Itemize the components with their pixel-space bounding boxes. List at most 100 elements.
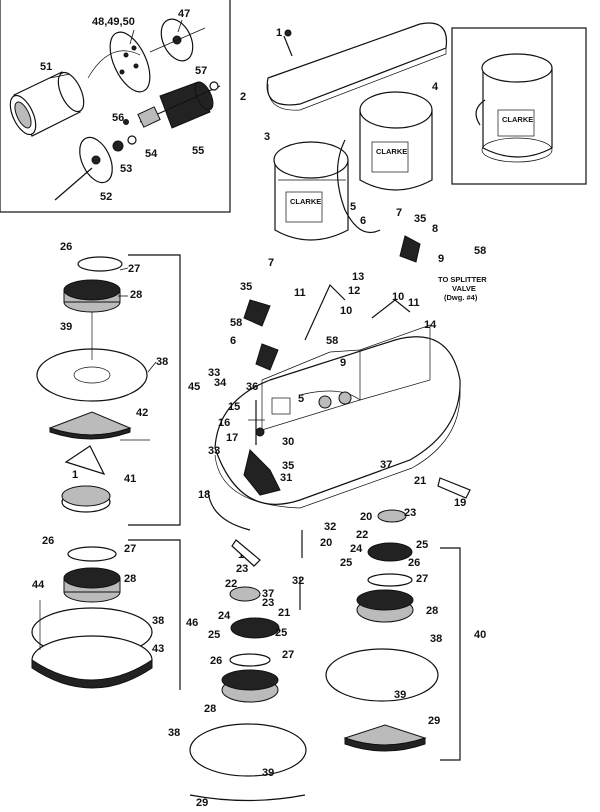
- label-38-b: 38: [152, 615, 164, 627]
- label-38-c: 38: [168, 727, 180, 739]
- label-13: 13: [352, 271, 364, 283]
- label-25-b: 25: [275, 627, 287, 639]
- label-10-b: 10: [340, 305, 352, 317]
- label-34: 34: [214, 377, 227, 389]
- label-17: 17: [226, 432, 238, 444]
- label-27-b: 27: [124, 543, 136, 555]
- label-47: 47: [178, 8, 190, 20]
- brush-assembly-45: [36, 254, 181, 526]
- brush-assembly-46: [31, 539, 181, 690]
- label-22-b: 22: [356, 529, 368, 541]
- label-32-b: 32: [292, 575, 304, 587]
- motor-4: CLARKE: [336, 91, 433, 234]
- label-37-a: 37: [380, 459, 392, 471]
- label-28-d: 28: [426, 605, 438, 617]
- label-39-a: 39: [60, 321, 72, 333]
- motor-4-brand: CLARKE: [376, 147, 407, 156]
- label-9-a: 9: [438, 253, 444, 265]
- armature-55: [137, 81, 221, 129]
- label-27-c: 27: [282, 649, 294, 661]
- leader-lines: [49, 19, 183, 373]
- label-58-c: 58: [326, 335, 338, 347]
- label-42: 42: [136, 407, 148, 419]
- label-35-b: 35: [240, 281, 252, 293]
- label-29-a: 29: [428, 715, 440, 727]
- label-5-b: 5: [298, 393, 304, 405]
- label-20-b: 20: [360, 511, 372, 523]
- label-33-a: 33: [208, 367, 220, 379]
- brush-assembly-40: [325, 509, 461, 761]
- label-21-b: 21: [278, 607, 290, 619]
- end-plate-52: [54, 119, 137, 201]
- motor-detail-inset: 48,49,50 47 51 57 56 55 54 53 52: [0, 0, 231, 213]
- chassis-base: [214, 324, 461, 509]
- label-26-b: 26: [42, 535, 54, 547]
- label-8: 8: [432, 223, 438, 235]
- label-46: 46: [186, 617, 198, 629]
- splitter-note-line3: (Dwg. #4): [444, 293, 478, 302]
- label-43: 43: [152, 643, 164, 655]
- label-54: 54: [145, 148, 158, 160]
- label-24-a: 24: [218, 610, 231, 622]
- end-bell-48-50: [87, 31, 151, 93]
- label-39-c: 39: [262, 767, 274, 779]
- hose-11: [304, 283, 346, 341]
- label-40: 40: [474, 629, 486, 641]
- label-37-b: 37: [262, 588, 274, 600]
- label-4: 4: [432, 81, 439, 93]
- motor-assembly-inset: CLARKE: [451, 27, 587, 185]
- label-45: 45: [188, 381, 200, 393]
- label-25-a: 25: [208, 629, 220, 641]
- label-22-a: 22: [225, 578, 237, 590]
- motor-housing-51: [9, 71, 85, 137]
- label-18: 18: [198, 489, 210, 501]
- label-7-a: 7: [396, 207, 402, 219]
- label-15: 15: [228, 401, 240, 413]
- label-38-d: 38: [430, 633, 442, 645]
- label-3: 3: [264, 131, 270, 143]
- label-24-b: 24: [350, 543, 363, 555]
- label-41: 41: [124, 473, 136, 485]
- label-48-49-50: 48,49,50: [92, 16, 135, 28]
- hardware-details: [207, 235, 471, 610]
- label-28-a: 28: [130, 289, 142, 301]
- label-35-a: 35: [414, 213, 426, 225]
- label-23-c: 23: [404, 507, 416, 519]
- label-26-a: 26: [60, 241, 72, 253]
- label-10-a: 10: [392, 291, 404, 303]
- label-20-a: 20: [320, 537, 332, 549]
- label-36: 36: [246, 381, 258, 393]
- label-23-b: 23: [236, 563, 248, 575]
- label-44: 44: [32, 579, 45, 591]
- center-brush-assembly: [189, 586, 307, 802]
- label-14: 14: [424, 319, 437, 331]
- label-25-c: 25: [416, 539, 428, 551]
- hose-10: [371, 299, 411, 319]
- label-53: 53: [120, 163, 132, 175]
- splitter-valve-note: TO SPLITTER VALVE (Dwg. #4): [438, 275, 487, 302]
- splitter-note-line1: TO SPLITTER: [438, 275, 487, 284]
- label-6: 6: [360, 215, 366, 227]
- label-7-b: 7: [268, 257, 274, 269]
- label-35-c: 35: [282, 460, 294, 472]
- top-cover-2: [266, 22, 448, 111]
- label-55: 55: [192, 145, 204, 157]
- fan-plate-47: [149, 18, 206, 62]
- motor-3: CLARKE: [273, 141, 349, 241]
- label-51: 51: [40, 61, 52, 73]
- motor-3-brand: CLARKE: [290, 197, 321, 206]
- label-23-a: 23: [262, 597, 274, 609]
- label-5: 5: [350, 201, 356, 213]
- label-31: 31: [280, 472, 292, 484]
- label-58-a: 58: [474, 245, 486, 257]
- label-29-b: 29: [196, 797, 208, 809]
- label-58-b: 58: [230, 317, 242, 329]
- label-32-a: 32: [324, 521, 336, 533]
- label-2: 2: [240, 91, 246, 103]
- label-27-a: 27: [128, 263, 140, 275]
- label-52: 52: [100, 191, 112, 203]
- label-26-c: 26: [210, 655, 222, 667]
- label-1: 1: [276, 27, 282, 39]
- label-6-b: 6: [230, 335, 236, 347]
